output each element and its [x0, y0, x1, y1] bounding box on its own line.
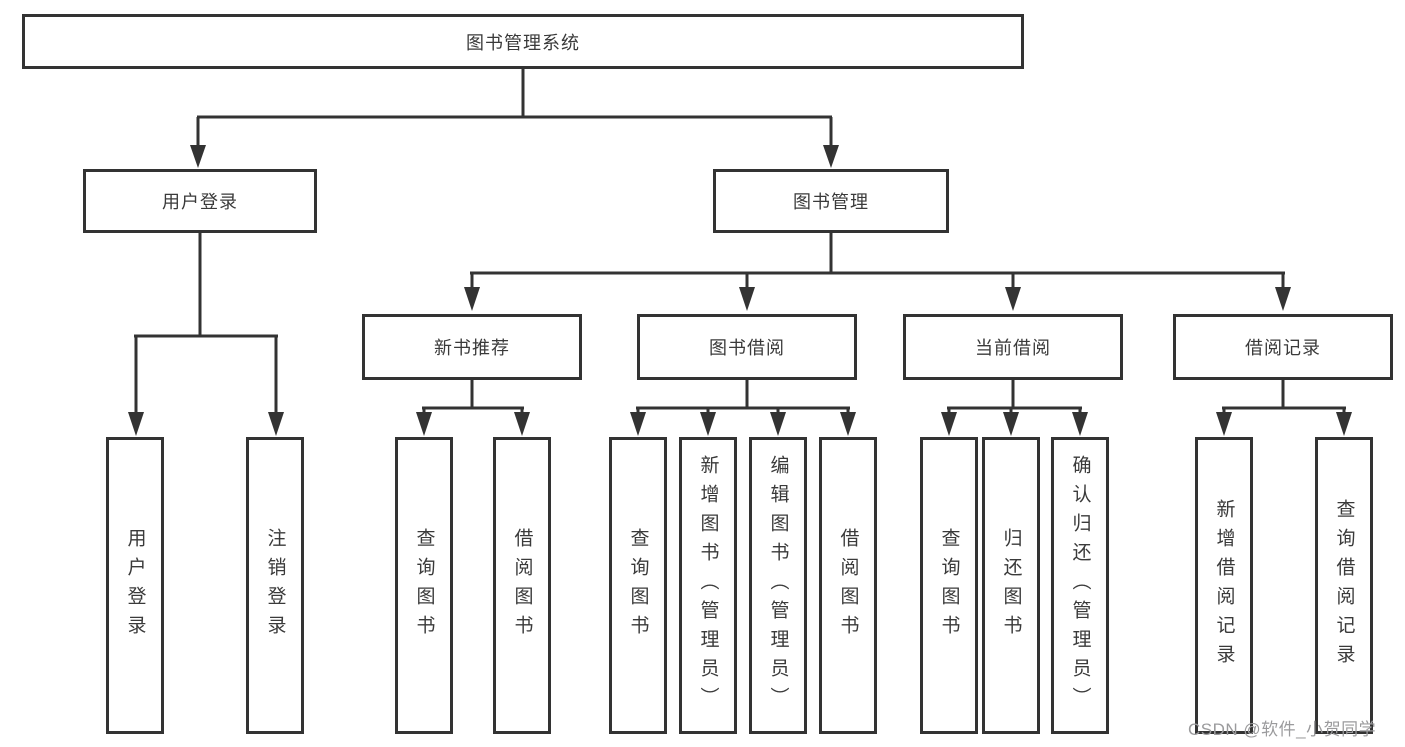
node-book-management-label: 图书管理 — [793, 192, 869, 212]
leaf-add-book-label: 新增图书（管理员） — [697, 455, 719, 716]
leaf-borrow-book-2-label: 借阅图书 — [837, 527, 859, 644]
leaf-return-book: 归还图书 — [982, 437, 1040, 734]
leaf-edit-book: 编辑图书（管理员） — [749, 437, 807, 734]
leaf-borrow-book-2: 借阅图书 — [819, 437, 877, 734]
leaf-query-book-1-label: 查询图书 — [413, 527, 435, 644]
leaf-confirm-return-label: 确认归还（管理员） — [1069, 455, 1091, 716]
node-root-label: 图书管理系统 — [466, 32, 580, 53]
node-user-login-label: 用户登录 — [162, 192, 238, 212]
leaf-add-record-label: 新增借阅记录 — [1213, 498, 1235, 673]
leaf-add-book: 新增图书（管理员） — [679, 437, 737, 734]
node-book-management: 图书管理 — [713, 169, 949, 233]
leaf-logout: 注销登录 — [246, 437, 304, 734]
leaf-confirm-return: 确认归还（管理员） — [1051, 437, 1109, 734]
connector-lines — [134, 68, 1346, 414]
node-root: 图书管理系统 — [22, 14, 1024, 69]
node-borrow-records-label: 借阅记录 — [1245, 338, 1321, 358]
node-current-borrow-label: 当前借阅 — [975, 338, 1051, 358]
leaf-query-record: 查询借阅记录 — [1315, 437, 1373, 734]
leaf-add-record: 新增借阅记录 — [1195, 437, 1253, 734]
leaf-query-record-label: 查询借阅记录 — [1333, 498, 1355, 673]
leaf-user-login: 用户登录 — [106, 437, 164, 734]
leaf-borrow-book-1-label: 借阅图书 — [511, 527, 533, 644]
leaf-query-book-2-label: 查询图书 — [627, 527, 649, 644]
leaf-borrow-book-1: 借阅图书 — [493, 437, 551, 734]
node-user-login: 用户登录 — [83, 169, 317, 233]
leaf-return-book-label: 归还图书 — [1000, 527, 1022, 644]
leaf-user-login-label: 用户登录 — [124, 527, 146, 644]
node-new-book-recommend-label: 新书推荐 — [434, 338, 510, 358]
node-book-borrow-label: 图书借阅 — [709, 338, 785, 358]
watermark: CSDN @软件_小贺同学 — [1188, 720, 1377, 739]
leaf-query-book-2: 查询图书 — [609, 437, 667, 734]
leaf-edit-book-label: 编辑图书（管理员） — [767, 455, 789, 716]
leaf-query-book-3-label: 查询图书 — [938, 527, 960, 644]
node-borrow-records: 借阅记录 — [1173, 314, 1393, 380]
leaf-query-book-1: 查询图书 — [395, 437, 453, 734]
node-current-borrow: 当前借阅 — [903, 314, 1123, 380]
node-new-book-recommend: 新书推荐 — [362, 314, 582, 380]
leaf-logout-label: 注销登录 — [264, 527, 286, 644]
leaf-query-book-3: 查询图书 — [920, 437, 978, 734]
node-book-borrow: 图书借阅 — [637, 314, 857, 380]
